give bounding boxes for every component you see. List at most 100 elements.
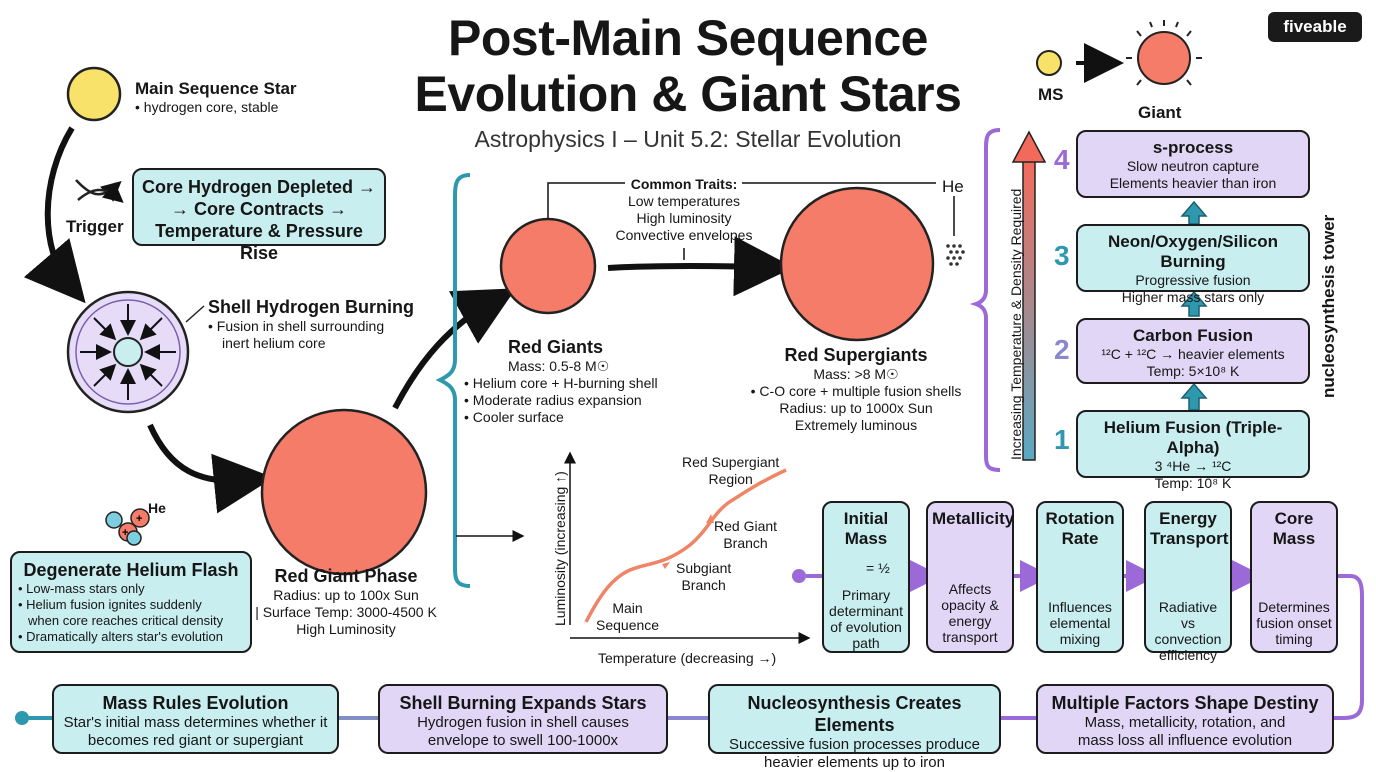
factor-desc: mixing xyxy=(1059,631,1101,647)
factor-title: Mass xyxy=(844,529,888,548)
tower-neon-oxygen-silicon: Neon/Oxygen/Silicon Burning Progressive … xyxy=(1076,224,1310,305)
tower-title: Helium Fusion (Triple-Alpha) xyxy=(1103,418,1283,457)
summary-line: Successive fusion processes produce xyxy=(729,736,980,753)
helium-particles-icon xyxy=(946,244,965,266)
red-giant-phase-line: | Surface Temp: 3000-4500 K xyxy=(255,604,437,620)
red-supergiants-label: Red Supergiants Mass: >8 M☉ • C-O core +… xyxy=(736,344,976,434)
summary-title: Nucleosynthesis Creates Elements xyxy=(747,693,962,735)
hr-diagram xyxy=(564,451,811,644)
factor-desc: convection xyxy=(1154,631,1222,647)
summary-nucleosynthesis: Nucleosynthesis Creates Elements Success… xyxy=(708,684,1001,771)
factor-desc: determinant xyxy=(829,603,903,619)
red-supergiants-mass: Mass: >8 M☉ xyxy=(813,366,899,382)
shell-burning-line: • Fusion in shell surrounding xyxy=(208,318,385,334)
summary-title: Shell Burning Expands Stars xyxy=(399,693,647,713)
factor-title: Rate xyxy=(1061,529,1099,548)
red-supergiant-star xyxy=(779,186,935,342)
summary-title: Multiple Factors Shape Destiny xyxy=(1051,693,1319,713)
factor-desc: of evolution xyxy=(830,619,902,635)
helium-flash-list: • Low-mass stars only • Helium fusion ig… xyxy=(18,581,244,645)
helium-flash-item: when core reaches critical density xyxy=(28,613,224,628)
hr-subgiant-label: Subgiant Branch xyxy=(676,560,731,594)
shell-burning-line: inert helium core xyxy=(222,335,326,351)
red-giant-phase-star xyxy=(260,408,428,576)
factor-desc: transport xyxy=(942,629,998,645)
factor-title: Initial xyxy=(843,509,889,528)
red-giant-phase-label: Red Giant Phase Radius: up to 100x Sun |… xyxy=(254,565,438,638)
tower-s-process: s-process Slow neutron capture Elements … xyxy=(1076,130,1310,198)
tower-number-4: 4 xyxy=(1054,144,1070,175)
red-supergiants-name: Red Supergiants xyxy=(784,345,928,365)
common-traits: Common Traits: Low temperatures High lum… xyxy=(602,176,766,244)
page-subtitle: Astrophysics I – Unit 5.2: Stellar Evolu… xyxy=(474,126,902,152)
hr-label-line: Branch xyxy=(723,535,768,551)
main-sequence-label: Main Sequence Star • hydrogen core, stab… xyxy=(135,78,297,116)
main-sequence-star xyxy=(66,66,122,122)
tower-number-2: 2 xyxy=(1054,334,1070,365)
trigger-line: → Core Contracts → xyxy=(170,199,348,219)
tower-line: 3 ⁴He → ¹²C xyxy=(1154,458,1232,474)
tower-carbon-fusion: Carbon Fusion ¹²C + ¹²C → heavier elemen… xyxy=(1076,318,1310,384)
trigger-icon xyxy=(75,179,124,203)
factor-desc: energy xyxy=(948,613,992,629)
factor-energy-transport: Energy Transport Radiative vs convection… xyxy=(1144,501,1232,663)
hr-label-line: Sequence xyxy=(596,617,660,633)
factor-title: Transport xyxy=(1150,529,1229,548)
common-trait: Convective envelopes xyxy=(615,227,753,243)
purple-bracket xyxy=(969,128,1001,472)
summary-line: becomes red giant or supergiant xyxy=(87,732,304,749)
hr-label-line: Subgiant xyxy=(676,560,732,576)
main-sequence-name: Main Sequence Star xyxy=(135,79,297,98)
hr-label-line: Region xyxy=(708,471,753,487)
factor-desc: Primary xyxy=(841,587,891,603)
giant-icon-star xyxy=(1126,20,1202,86)
main-sequence-desc: • hydrogen core, stable xyxy=(135,99,279,115)
summary-line: Mass, metallicity, rotation, and xyxy=(1084,714,1286,731)
factor-desc: Radiative vs xyxy=(1158,599,1218,631)
nucleosynthesis-tower-label: nucleosynthesis tower xyxy=(1319,214,1338,398)
factor-desc: efficiency xyxy=(1158,647,1218,663)
hr-ylabel: Luminosity (increasing ↑) xyxy=(552,471,568,626)
red-giants-item: • Helium core + H-burning shell xyxy=(464,375,658,391)
summary-shell-burning: Shell Burning Expands Stars Hydrogen fus… xyxy=(378,684,668,754)
arrow-shell-to-red-giant xyxy=(147,423,274,514)
hr-label-line: Branch xyxy=(681,577,726,593)
loop-connector xyxy=(1334,574,1364,720)
summary-line: heavier elements up to iron xyxy=(764,754,945,771)
helium-flash-item: • Helium fusion ignites suddenly xyxy=(18,597,202,612)
summary-mass-rules: Mass Rules Evolution Star's initial mass… xyxy=(52,684,339,754)
summary-line: Star's initial mass determines whether i… xyxy=(63,714,328,731)
factor-title: Metallicity xyxy=(932,509,1015,528)
shell-burning-label: Shell Hydrogen Burning • Fusion in shell… xyxy=(208,296,414,352)
red-giants-star xyxy=(499,217,597,315)
common-trait: Low temperatures xyxy=(627,193,741,209)
factor-desc: elemental xyxy=(1049,615,1111,631)
page-title: Post-Main Sequence Evolution & Giant Sta… xyxy=(360,10,1016,122)
ms-label: MS xyxy=(1038,85,1064,104)
arrow-to-supergiants xyxy=(607,236,794,297)
factor-desc: opacity & xyxy=(941,597,999,613)
summary-title: Mass Rules Evolution xyxy=(102,693,289,713)
factor-desc: fusion onset xyxy=(1256,615,1332,631)
tower-arrows xyxy=(1180,200,1208,411)
factor-desc: Determines xyxy=(1258,599,1330,615)
red-giants-mass: Mass: 0.5-8 M☉ xyxy=(508,358,610,374)
factor-title: Energy xyxy=(1159,509,1217,528)
arrow-ms-to-shell xyxy=(23,126,86,304)
shell-burning-star xyxy=(66,290,190,414)
tower-line: Temp: 10⁸ K xyxy=(1154,475,1232,491)
brand-logo[interactable]: fiveable xyxy=(1268,12,1362,42)
red-giants-item: • Cooler surface xyxy=(464,409,564,425)
hr-label-line: Red Giant xyxy=(714,518,778,534)
helium-flash-title: Degenerate Helium Flash xyxy=(23,560,239,580)
factor-title: Rotation xyxy=(1045,509,1115,528)
ms-icon-star xyxy=(1036,50,1062,76)
helium-atom-icon: + + xyxy=(105,508,150,546)
factor-title: Mass xyxy=(1272,529,1316,548)
hr-ms-label: Main Sequence xyxy=(596,600,659,634)
trigger-box: Core Hydrogen Depleted → → Core Contract… xyxy=(132,168,386,263)
factor-title: Core xyxy=(1274,509,1314,528)
helium-label: He xyxy=(942,177,964,196)
helium-flash-item: • Low-mass stars only xyxy=(18,581,145,596)
arrow-to-red-giants xyxy=(392,288,516,410)
